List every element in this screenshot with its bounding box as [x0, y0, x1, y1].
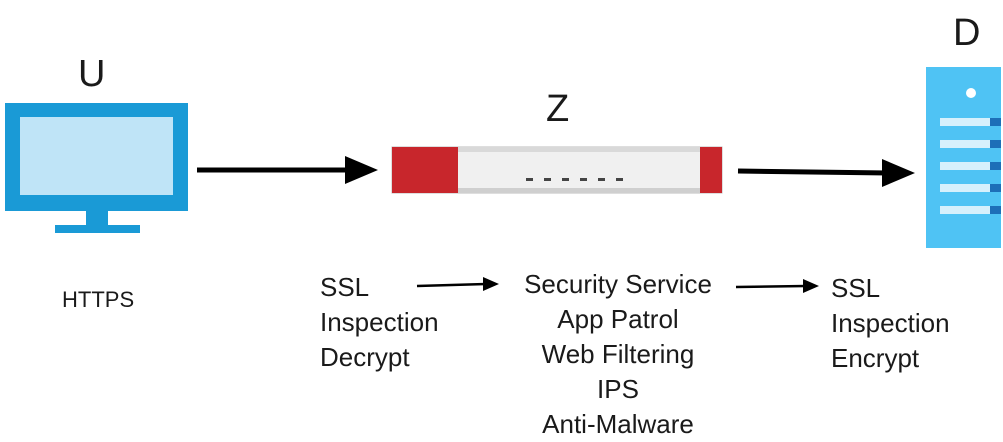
security-services-list: Security Service App Patrol Web Filterin… [500, 267, 736, 442]
decrypt-step: SSL Inspection Decrypt [320, 270, 439, 375]
server-node-label: D [953, 12, 981, 54]
arrow-firewall-to-server [737, 159, 915, 187]
server-icon [926, 67, 1001, 248]
encrypt-step: SSL Inspection Encrypt [831, 271, 950, 376]
decrypt-line-1: SSL [320, 272, 370, 302]
protocol-label: HTTPS [62, 287, 135, 312]
decrypt-line-3: Decrypt [320, 342, 410, 372]
firewall-node-label: Z [546, 88, 570, 130]
monitor-icon [5, 103, 188, 233]
service-app-patrol: App Patrol [557, 304, 679, 334]
encrypt-line-3: Encrypt [831, 343, 920, 373]
encrypt-line-2: Inspection [831, 308, 950, 338]
firewall-appliance-icon [391, 146, 723, 194]
service-anti-malware: Anti-Malware [542, 409, 694, 439]
port-leds [526, 178, 623, 181]
service-security-service: Security Service [524, 269, 712, 299]
decrypt-line-2: Inspection [320, 307, 439, 337]
user-node-label: U [78, 53, 106, 95]
arrow-user-to-firewall [197, 156, 378, 184]
service-web-filtering: Web Filtering [541, 339, 695, 369]
service-ips: IPS [597, 374, 639, 404]
arrow-decrypt-to-services [416, 277, 499, 291]
encrypt-line-1: SSL [831, 273, 881, 303]
arrow-services-to-encrypt [735, 279, 819, 293]
